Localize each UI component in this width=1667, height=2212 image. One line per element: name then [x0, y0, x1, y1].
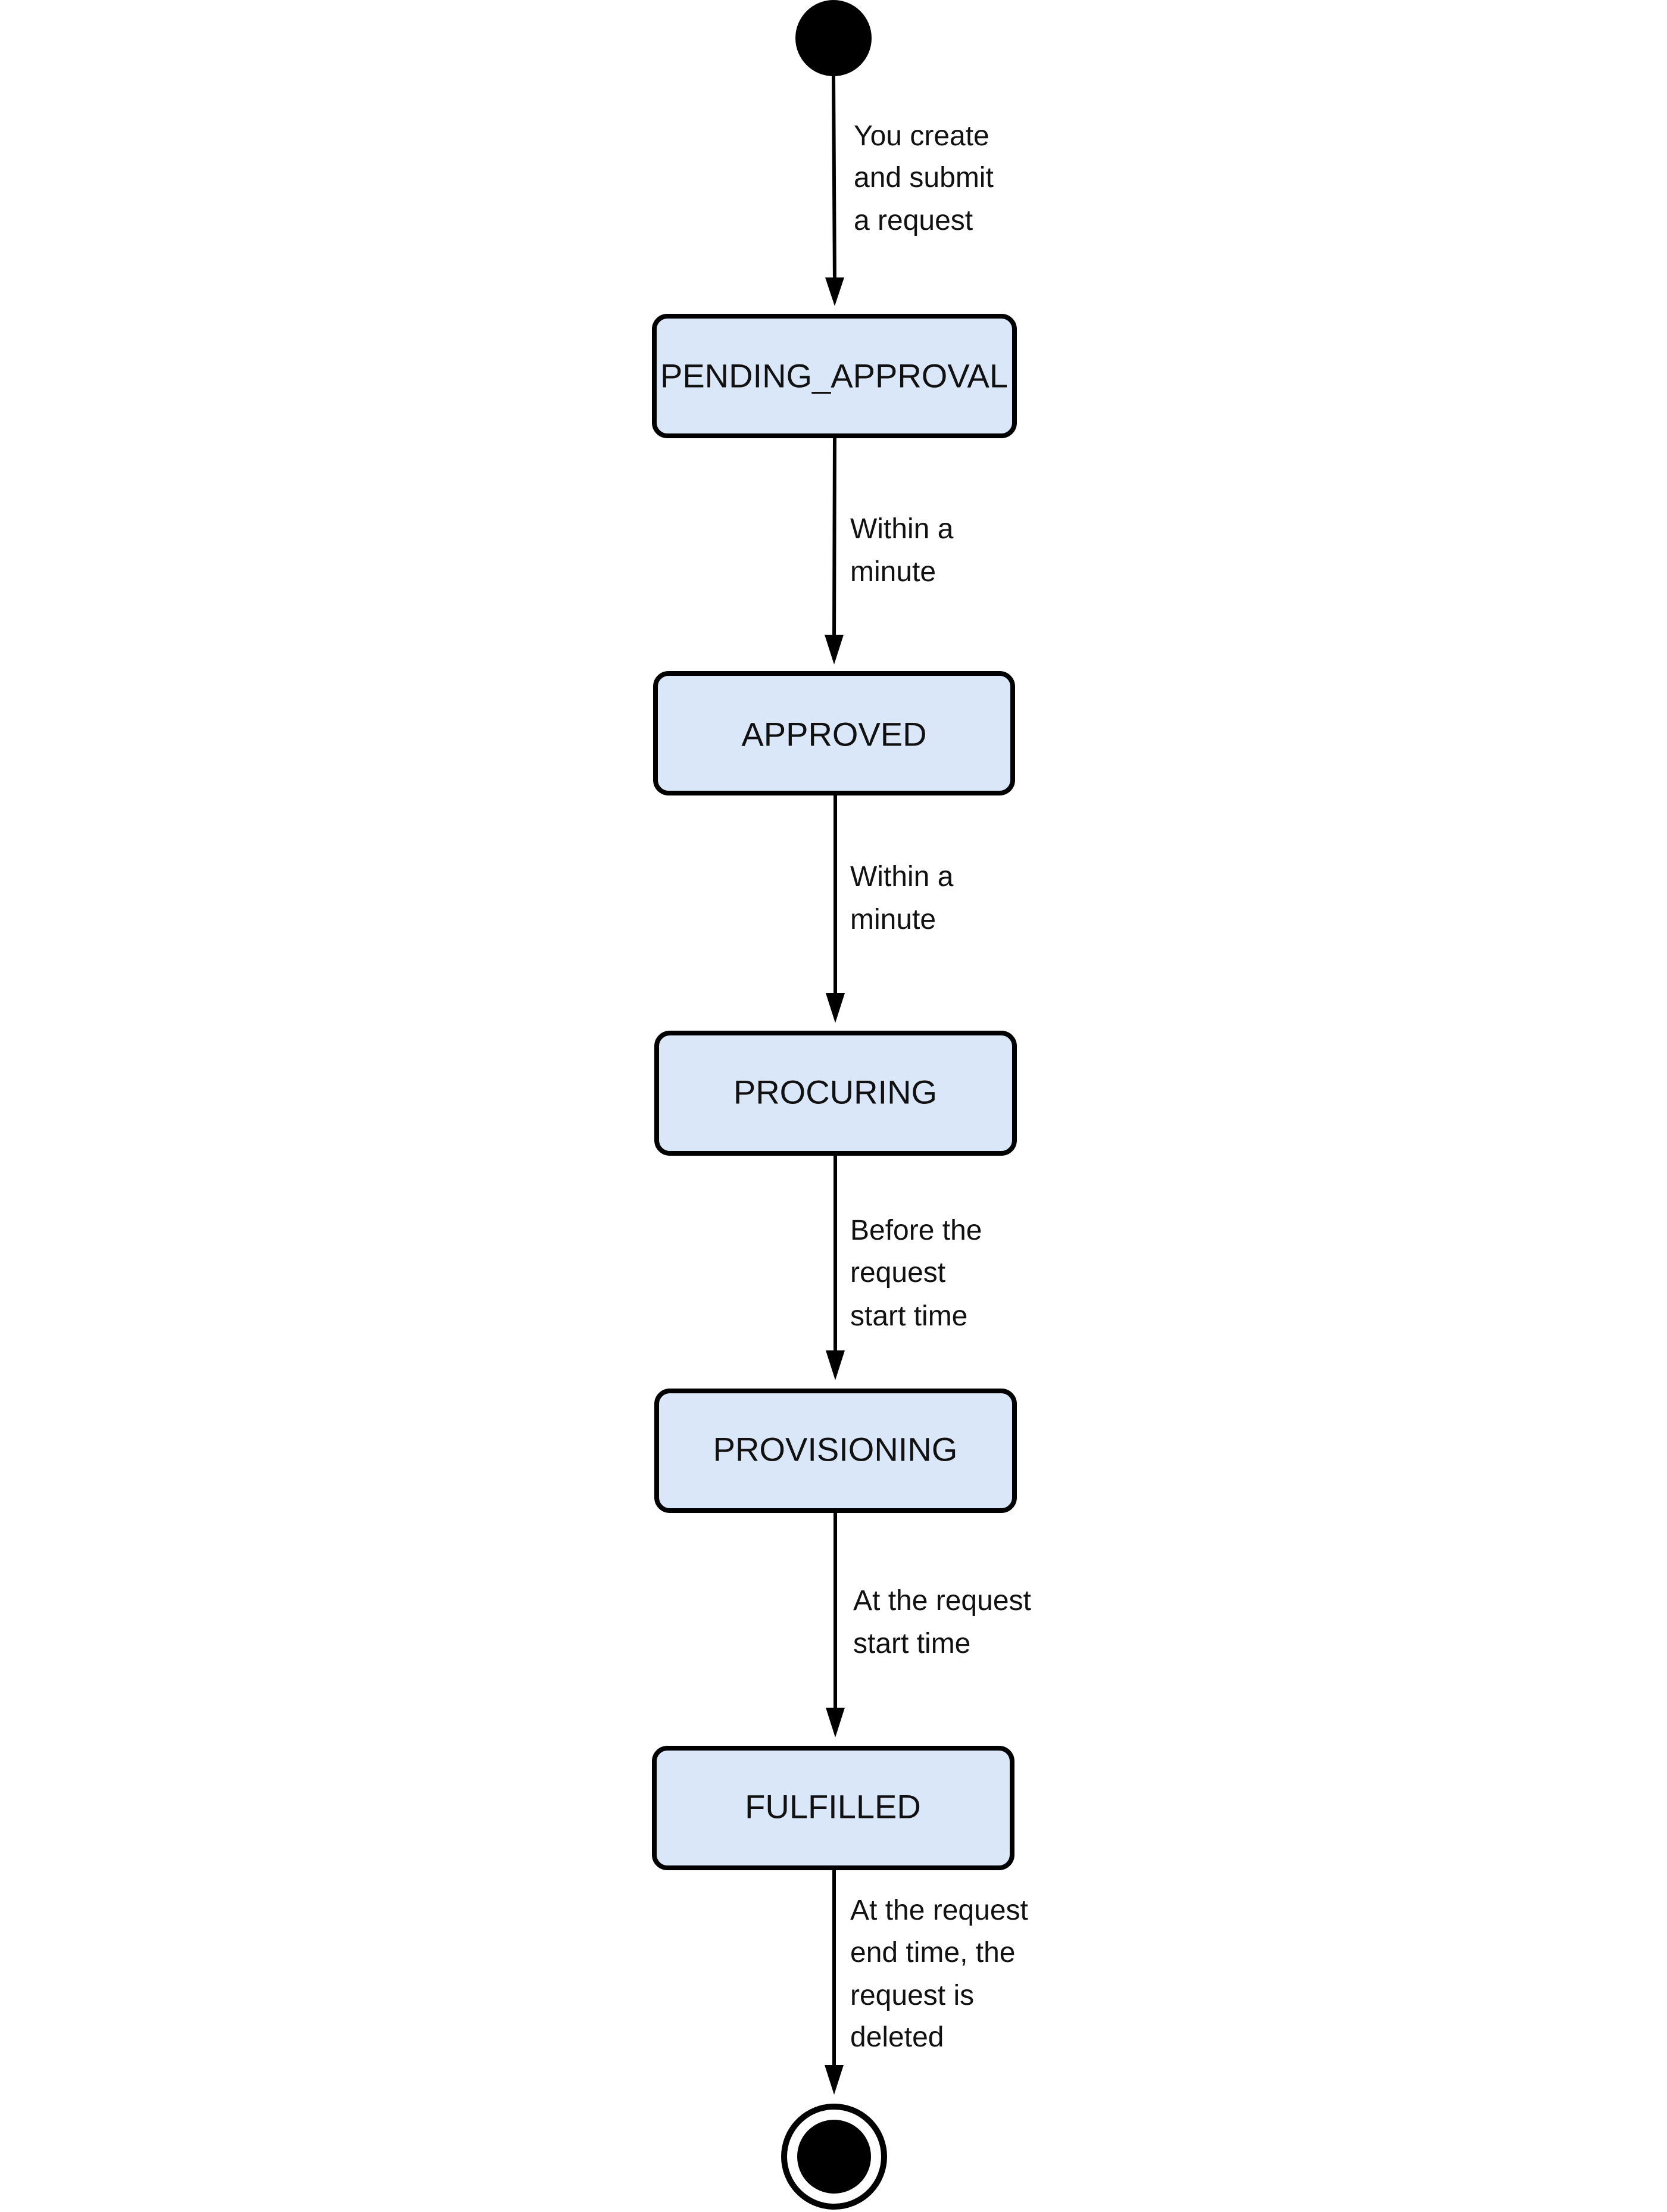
- transition-pending-approval-to-approved: Within a minute: [825, 435, 962, 664]
- arrowhead-icon: [825, 277, 844, 306]
- transition-label-line: Before the: [850, 1215, 982, 1246]
- transition-label-line: minute: [850, 556, 936, 588]
- transition-label-line: Within a: [850, 513, 954, 545]
- transition-label: Within a minute: [850, 861, 962, 935]
- transition-label: At the request end time, the request is …: [850, 1895, 1036, 2053]
- end-node-dot: [797, 2120, 871, 2194]
- transition-label-line: deleted: [850, 2021, 944, 2053]
- transition-label-line: a request: [854, 205, 973, 236]
- transition-label-line: request is: [850, 1980, 974, 2011]
- state-label: PROCURING: [733, 1074, 937, 1111]
- transition-label: Before the request start time: [850, 1215, 990, 1332]
- state-procuring: PROCURING: [654, 1031, 1017, 1156]
- end-node: [781, 2104, 887, 2210]
- transition-line: [832, 435, 836, 642]
- transition-label-line: and submit: [854, 162, 994, 194]
- arrowhead-icon: [826, 1350, 845, 1380]
- state-label: APPROVED: [741, 716, 926, 753]
- transition-label: At the request start time: [853, 1585, 1039, 1659]
- transition-provisioning-to-fulfilled: At the request start time: [826, 1511, 1039, 1737]
- transition-approved-to-procuring: Within a minute: [826, 793, 962, 1023]
- transition-label-line: end time, the: [850, 1937, 1016, 1968]
- transition-label-line: At the request: [850, 1895, 1028, 1926]
- transition-label-line: Within a: [850, 861, 954, 893]
- state-approved: APPROVED: [653, 671, 1015, 795]
- transition-label-line: start time: [853, 1628, 970, 1659]
- transition-label: Within a minute: [850, 513, 962, 588]
- arrowhead-icon: [826, 1708, 845, 1737]
- state-label: PROVISIONING: [713, 1431, 958, 1468]
- transition-label-line: You create: [854, 120, 989, 152]
- arrowhead-icon: [825, 2065, 844, 2095]
- arrowhead-icon: [826, 993, 845, 1023]
- transition-label-line: start time: [850, 1300, 967, 1332]
- transition-label: You create and submit a request: [854, 120, 1001, 236]
- state-fulfilled: FULFILLED: [652, 1746, 1014, 1870]
- transition-line: [832, 76, 836, 285]
- state-pending-approval: PENDING_APPROVAL: [652, 314, 1017, 438]
- transition-fulfilled-to-end: At the request end time, the request is …: [825, 1868, 1036, 2095]
- transition-procuring-to-provisioning: Before the request start time: [826, 1153, 990, 1380]
- state-label: PENDING_APPROVAL: [660, 357, 1008, 395]
- state-provisioning: PROVISIONING: [654, 1389, 1017, 1513]
- transition-start-to-pending-approval: You create and submit a request: [825, 76, 1001, 306]
- start-node: [795, 0, 872, 76]
- arrowhead-icon: [825, 635, 844, 664]
- state-label: FULFILLED: [745, 1788, 921, 1826]
- transition-label-line: At the request: [853, 1585, 1031, 1617]
- transition-label-line: request: [850, 1257, 945, 1288]
- transition-label-line: minute: [850, 904, 936, 935]
